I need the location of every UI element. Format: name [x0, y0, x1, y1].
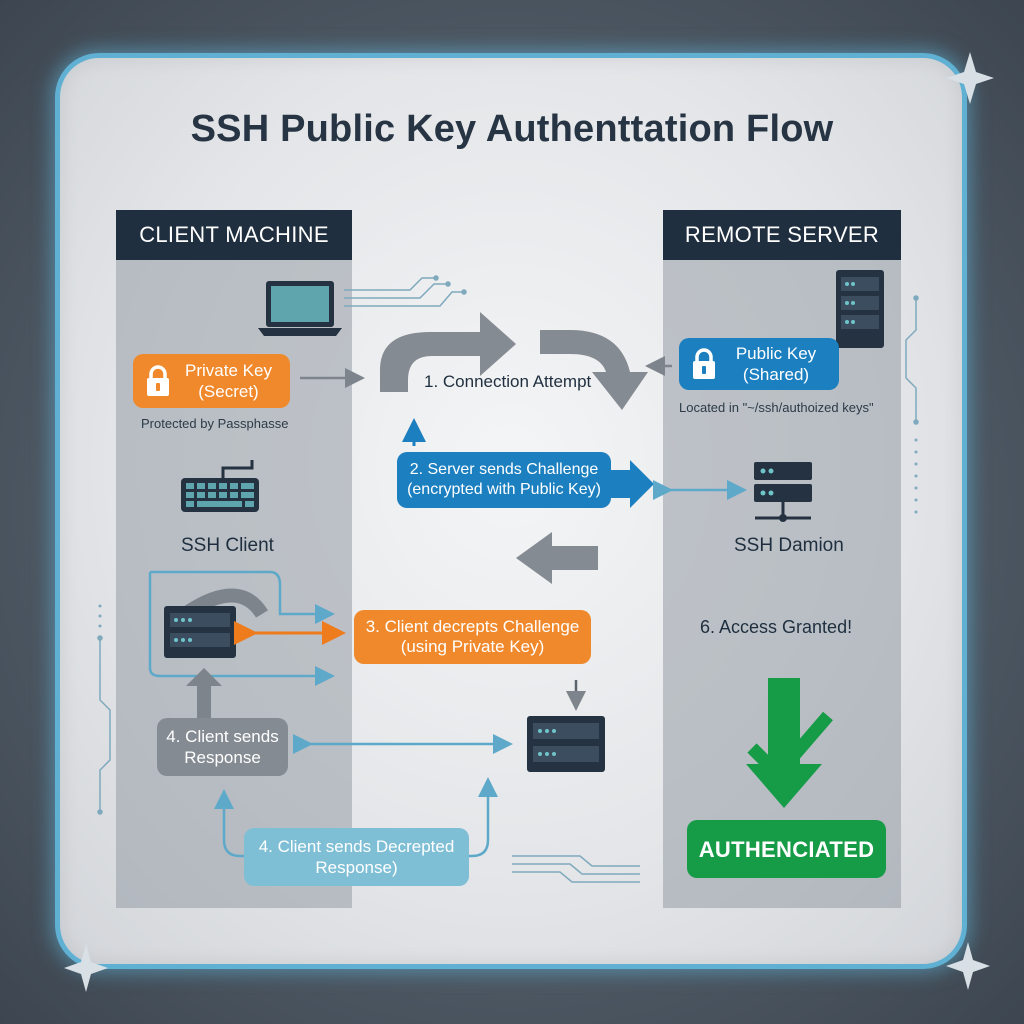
- step4-decrypted-sub: Response): [315, 858, 398, 877]
- step4-label: 4. Client sends: [166, 727, 279, 746]
- authenticated-badge: AUTHENCIATED: [687, 820, 886, 878]
- public-key-sub: (Shared): [742, 365, 810, 384]
- server-icon: [754, 462, 812, 522]
- circuit-traces: [97, 275, 919, 883]
- server-icon: [527, 716, 605, 772]
- server-icon: [836, 270, 884, 348]
- public-key-badge: Public Key (Shared): [679, 338, 839, 390]
- step3-sub: (using Private Key): [400, 637, 545, 656]
- step2-label: 2. Server sends Challenge: [409, 461, 599, 478]
- step4-decrypted-label: 4. Client sends Decrepted: [258, 837, 455, 856]
- step4-box: 4. Client sends Response: [157, 718, 288, 776]
- private-key-label: Private Key: [185, 361, 272, 380]
- sparkle-icon: [946, 942, 990, 990]
- access-granted-label: 6. Access Granted!: [700, 617, 853, 637]
- step4-sub: Response: [184, 748, 261, 767]
- checkmark-icon: [746, 678, 833, 808]
- step2-box: 2. Server sends Challenge (encrypted wit…: [397, 452, 611, 508]
- step3-box: 3. Client decrepts Challenge (using Priv…: [354, 610, 591, 664]
- keyboard-icon: [181, 460, 259, 512]
- lock-icon: [147, 365, 169, 396]
- authenticated-label: AUTHENCIATED: [698, 836, 875, 862]
- page-title: SSH Public Key Authenttation Flow: [190, 108, 834, 150]
- sparkle-icon: [946, 52, 994, 104]
- client-header: CLIENT MACHINE: [116, 210, 352, 260]
- step2-sub: (encrypted with Public Key): [407, 481, 601, 498]
- sparkle-icon: [64, 944, 108, 992]
- laptop-icon: [258, 281, 342, 336]
- server-icon: [164, 588, 268, 658]
- authorized-keys-note: Located in "~/ssh/authoized keys": [679, 400, 874, 415]
- server-header: REMOTE SERVER: [663, 210, 901, 260]
- ssh-client-label: SSH Client: [181, 535, 274, 556]
- step4-decrypted-box: 4. Client sends Decrepted Response): [244, 828, 469, 886]
- public-key-label: Public Key: [735, 344, 817, 363]
- private-key-badge: Private Key (Secret): [133, 354, 290, 408]
- passphrase-note: Protected by Passphasse: [141, 416, 289, 431]
- lock-icon: [693, 348, 715, 379]
- step3-label: 3. Client decrepts Challenge: [365, 617, 580, 636]
- step1-label: 1. Connection Attempt: [424, 372, 592, 391]
- private-key-sub: (Secret): [198, 382, 259, 401]
- ssh-daemon-label: SSH Damion: [734, 535, 844, 556]
